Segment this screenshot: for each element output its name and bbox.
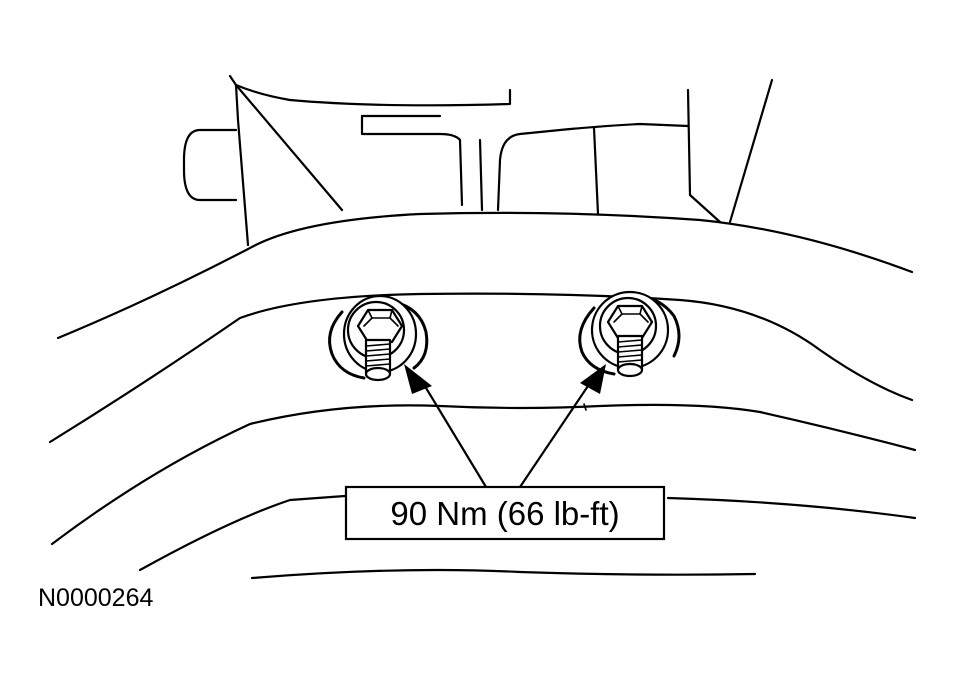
arrowhead-right — [580, 364, 606, 394]
hex-bolt-icon — [328, 294, 429, 382]
arrowhead-left — [404, 364, 432, 394]
frame-contours — [48, 211, 917, 580]
torque-callout: 90 Nm (66 lb-ft) — [344, 485, 666, 541]
callout-arrows — [404, 364, 606, 489]
figure-id: N0000264 — [38, 584, 153, 612]
torque-label: 90 Nm (66 lb-ft) — [390, 495, 619, 532]
upper-housing — [182, 74, 774, 247]
hex-bolt-icon — [578, 290, 681, 378]
